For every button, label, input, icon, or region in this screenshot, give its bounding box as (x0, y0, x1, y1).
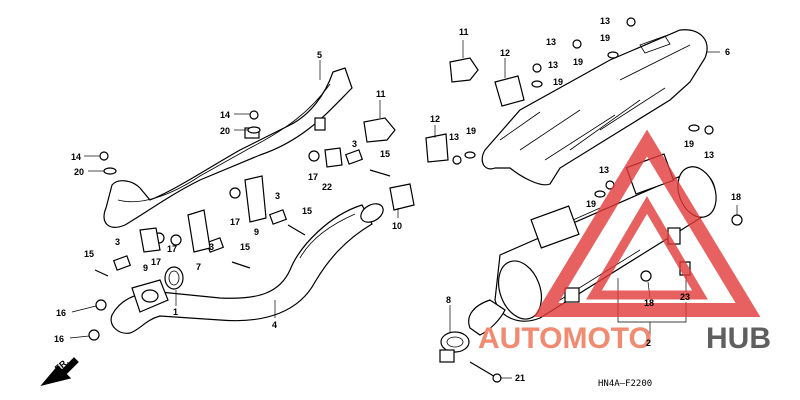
callout-13c: 13 (548, 60, 558, 70)
callout-3d: 3 (209, 242, 214, 252)
callout-2: 2 (646, 338, 651, 348)
callout-16b: 16 (54, 334, 64, 344)
callout-19b: 19 (573, 57, 583, 67)
callout-17b: 17 (230, 217, 240, 227)
callout-3b: 3 (275, 191, 280, 201)
callout-7: 7 (196, 262, 201, 272)
callout-19f: 19 (586, 199, 596, 209)
callout-9a: 9 (254, 227, 259, 237)
callout-3a: 3 (352, 139, 357, 149)
callout-11b: 11 (376, 89, 386, 99)
muffler-clamp (439, 331, 470, 363)
exhaust-flange (131, 279, 169, 313)
callout-12b: 12 (430, 114, 440, 124)
callout-15d: 15 (240, 242, 250, 252)
callout-8: 8 (446, 295, 451, 305)
callout-13e: 13 (704, 150, 714, 160)
callout-13a: 13 (600, 16, 610, 26)
watermark-text-b: HUB (706, 322, 771, 355)
watermark-logo: AUTOMOTO HUB (478, 129, 771, 355)
callout-21: 21 (515, 373, 525, 383)
front-direction-arrow: FR. (40, 357, 79, 387)
callout-17a: 17 (308, 172, 318, 182)
callout-15c: 15 (84, 249, 94, 259)
callout-19e: 19 (684, 139, 694, 149)
callout-19a: 19 (600, 33, 610, 43)
callout-3c: 3 (115, 237, 120, 247)
callout-10: 10 (392, 221, 402, 231)
callout-11: 11 (459, 27, 469, 37)
callout-9b: 9 (143, 263, 148, 273)
callout-4: 4 (272, 320, 277, 330)
callout-labels: 5 11 11 12 12 13 13 13 13 13 13 19 19 19… (54, 16, 741, 383)
callout-23: 23 (680, 292, 690, 302)
callout-6: 6 (725, 47, 730, 57)
gasket (164, 266, 184, 290)
callout-14b: 14 (71, 152, 81, 162)
callout-19d: 19 (466, 126, 476, 136)
callout-20b: 20 (74, 167, 84, 177)
watermark-text-a: AUTOMOTO (478, 322, 652, 355)
diagram-code: HN4A—F2200 (598, 379, 652, 389)
callout-22: 22 (322, 182, 332, 192)
callout-18b: 18 (644, 298, 654, 308)
callout-15a: 15 (380, 149, 390, 159)
callout-19c: 19 (553, 77, 563, 87)
callout-13f: 13 (599, 165, 609, 175)
callout-13d: 13 (449, 132, 459, 142)
muffler-assembly (468, 153, 717, 336)
callout-5: 5 (317, 50, 322, 60)
callout-18a: 18 (731, 192, 741, 202)
callout-14a: 14 (220, 110, 230, 120)
callout-20a: 20 (220, 126, 230, 136)
pipe-protector (103, 67, 353, 228)
callout-1: 1 (173, 307, 178, 317)
muffler-heat-shield (481, 29, 708, 186)
callout-17d: 17 (151, 257, 161, 267)
watermark-triangle-icon (533, 129, 761, 317)
callout-15b: 15 (302, 206, 312, 216)
leader-lines (69, 40, 738, 379)
callout-12: 12 (500, 48, 510, 58)
callout-16a: 16 (56, 308, 66, 318)
callout-13b: 13 (546, 37, 556, 47)
callout-17c: 17 (167, 244, 177, 254)
